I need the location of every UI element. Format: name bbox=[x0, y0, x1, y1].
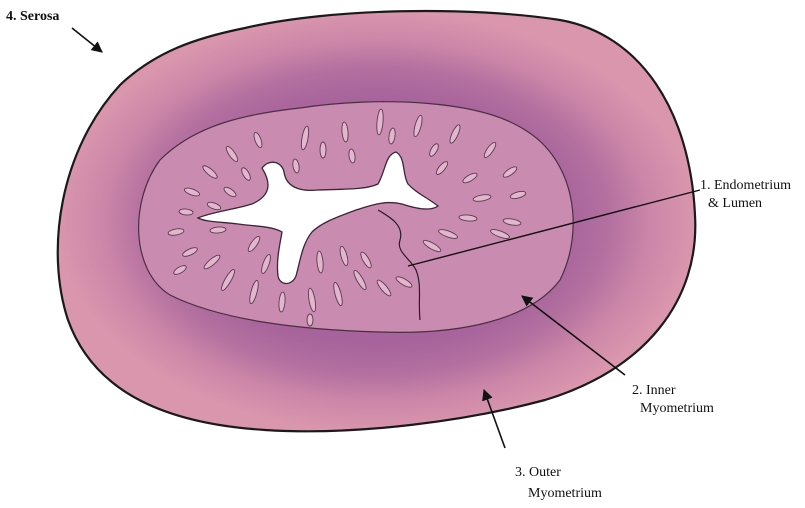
serosa-arrow bbox=[72, 28, 102, 52]
label-serosa: 4. Serosa bbox=[6, 9, 59, 24]
label-inner-line2: Myometrium bbox=[640, 401, 714, 416]
endometrial-gland bbox=[307, 314, 313, 326]
label-outer-line2: Myometrium bbox=[528, 486, 602, 501]
endometrial-gland bbox=[320, 142, 326, 158]
label-endometrium-line2: & Lumen bbox=[708, 196, 762, 211]
label-endometrium-line1: 1. Endometrium bbox=[700, 178, 791, 193]
label-outer-line1: 3. Outer bbox=[515, 465, 561, 480]
label-inner-line1: 2. Inner bbox=[632, 383, 676, 398]
